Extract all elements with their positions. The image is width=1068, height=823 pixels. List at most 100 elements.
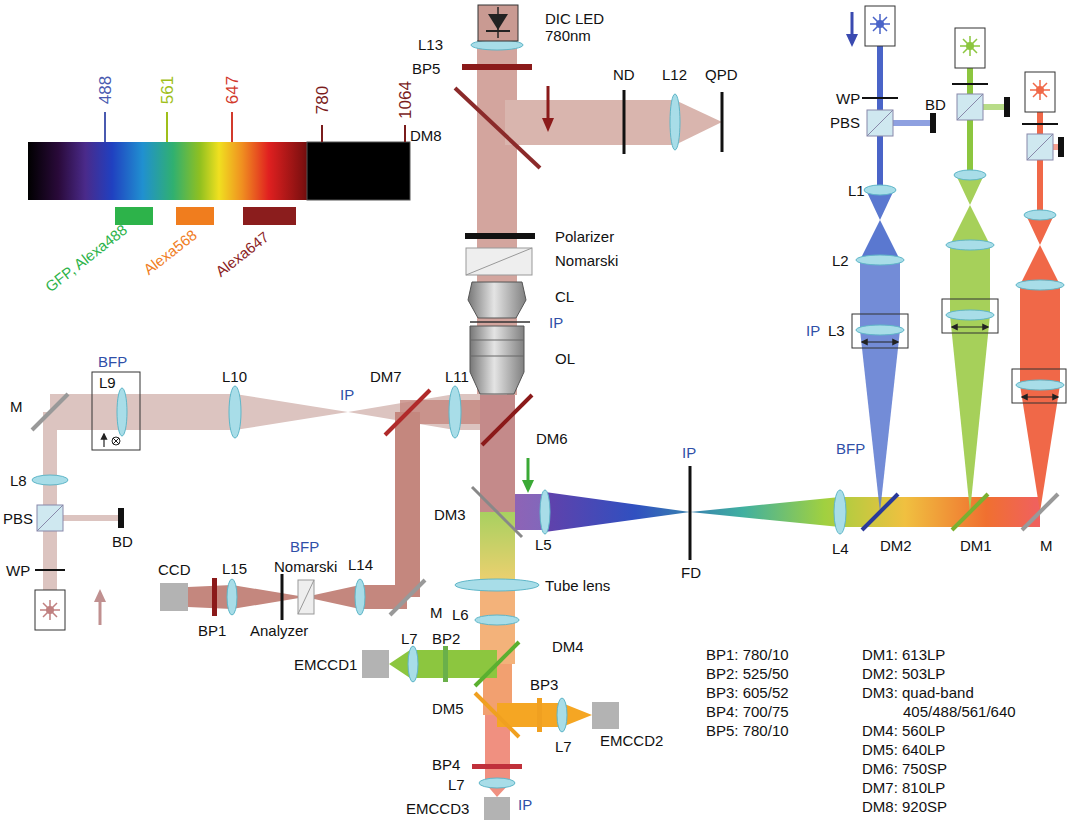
part-label: Nomarski [274,558,337,575]
optical-components [281,574,284,620]
lenses [946,310,994,320]
light-beams [232,585,305,609]
optical-components [112,437,120,445]
part-label: DM8 [410,127,442,144]
legend-text: Alexa568 [140,226,200,278]
part-label: BFP [290,538,319,555]
part-label: M [10,398,23,415]
part-label: QPD [705,66,738,83]
camera-box: EMCCD1 [362,650,389,678]
filter-spec: BP5: 780/10 [706,721,789,740]
spectrum-bar [321,125,323,142]
light-beams [50,394,348,430]
filter-spec: DM5: 640LP [862,740,945,759]
spectrum-bar [28,112,410,200]
lenses [540,490,550,534]
camera-box: CCD [160,583,188,611]
optical-components [960,36,980,56]
optical-components [952,494,988,530]
part-label: BFP [98,353,127,370]
lenses [856,325,904,335]
part-label: BP5 [412,60,440,77]
optical-components [475,642,519,686]
optical-components [32,5,1066,769]
light-beams [950,245,990,315]
part-label: IP [340,386,354,403]
part-label: L10 [222,368,247,385]
part-label: BP4 [432,756,460,773]
filter-spec: BP3: 605/52 [706,683,789,702]
optical-components [298,580,314,614]
camera-label: EMCCD3 [406,800,469,817]
part-label: BP3 [530,676,558,693]
camera-label: EMCCD2 [600,732,663,749]
part-label: ND [613,66,635,83]
lenses [834,490,846,534]
part-label: OL [555,350,575,367]
optical-components [37,505,63,531]
legend-text: Alexa647 [212,228,272,280]
spectrum-bar [166,112,168,142]
optical-components [497,7,499,38]
optical-components [385,390,430,435]
filter-spec: BP1: 780/10 [706,645,789,664]
light-beams [983,104,1004,110]
part-label: L1 [848,182,865,199]
part-label: CL [555,288,574,305]
legend-text: GFP, Alexa488 [42,221,130,295]
optical-components [955,28,985,68]
part-label: PBS [3,510,33,527]
optical-components [478,5,518,41]
part-label: L7 [555,738,572,755]
light-beams [690,497,840,527]
optical-components [113,438,119,444]
light-beams [545,492,690,532]
lenses [864,185,896,195]
part-label: WP [836,90,860,107]
part-label: L14 [348,556,373,573]
light-beams [410,650,497,678]
part-label: BD [925,96,946,113]
optical-components [298,580,314,614]
optical-components [99,600,102,625]
part-label: L4 [832,540,849,557]
light-beams [860,260,900,330]
camera-label: EMCCD1 [294,656,357,673]
part-label: L8 [10,472,27,489]
lenses [1016,280,1064,290]
legend-swatch [243,207,296,225]
part-label: L15 [222,560,247,577]
lenses [954,170,986,180]
part-label: BP1 [198,622,226,639]
camera-label: CCD [158,561,191,578]
spectrum-bar [307,142,410,200]
optical-components [1027,134,1053,160]
part-label: IP [549,314,563,331]
part-label: IP [806,322,820,339]
light-beams [860,330,900,512]
spectrum-bar [231,112,233,142]
optical-components [952,326,988,327]
camera-box: EMCCD3 [484,797,510,820]
lenses [856,255,904,265]
optical-components [35,590,65,630]
light-beams [1020,285,1060,385]
optical-components [37,505,63,531]
optical-components [118,508,124,528]
lenses [475,615,519,625]
optical-components [1058,137,1064,157]
lenses [557,698,567,732]
light-beams [860,220,900,260]
optical-components [952,83,988,85]
light-beams [480,395,515,512]
lenses [229,386,241,438]
optical-components [482,395,532,445]
part-label: DM3 [434,506,466,523]
part-label: L6 [452,606,469,623]
optical-components [1022,396,1058,397]
legend-swatch [176,207,214,225]
optical-components [1030,80,1050,100]
part-label: L11 [445,368,469,385]
optical-components [689,466,692,560]
wavelength-label: 647 [224,76,241,104]
